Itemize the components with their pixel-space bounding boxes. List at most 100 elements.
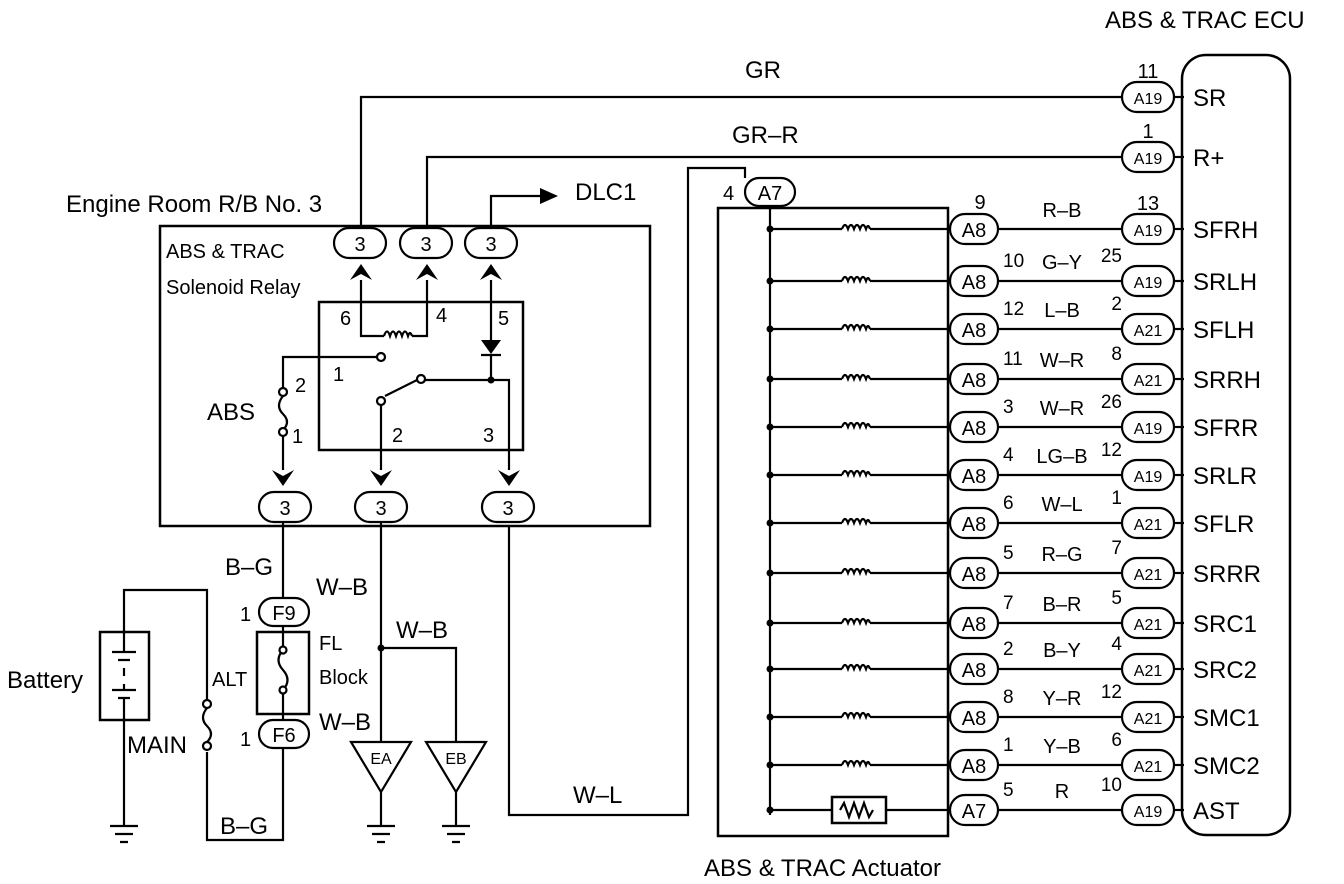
actuator-pin: 12 — [1003, 299, 1024, 320]
ecu-terminal-label: SRRR — [1193, 561, 1261, 588]
ecu-connector-label: A19 — [1134, 421, 1163, 438]
actuator-top-pin: 4 — [723, 183, 734, 205]
relay-pin-6: 6 — [340, 308, 351, 330]
ecu-terminal-label: SR — [1193, 85, 1226, 112]
f6-pin: 1 — [240, 729, 251, 751]
wire-wb-branch — [381, 646, 458, 742]
ecu-row: A21 SFLR 1 — [1111, 488, 1254, 540]
ecu-pin: 7 — [1111, 538, 1122, 559]
wire-dlc — [489, 194, 540, 227]
chevron-up-icon — [416, 264, 438, 280]
relay-bottom-connector-2: 3 — [353, 490, 409, 524]
wire-color-label: R–B — [1043, 200, 1082, 222]
actuator-pin: 2 — [1003, 639, 1014, 660]
chevron-down-icon — [272, 470, 294, 486]
wire-color-label: Y–R — [1043, 688, 1082, 710]
chevron-up-icon — [350, 264, 372, 280]
actuator-connector-label: A8 — [962, 614, 986, 636]
alt-label: ALT — [212, 669, 247, 691]
svg-text:F9: F9 — [272, 603, 295, 625]
actuator-pin: 5 — [1003, 543, 1014, 564]
relay-pin-5: 5 — [498, 308, 509, 330]
ecu-pin: 6 — [1111, 730, 1122, 751]
solenoid-coil-icon — [840, 711, 872, 721]
ecu-connector-label: A19 — [1134, 804, 1163, 821]
ecu-terminal-label: SRC1 — [1193, 611, 1257, 638]
ecu-row: A21 SRRR 7 — [1111, 538, 1261, 590]
svg-text:3: 3 — [420, 234, 431, 256]
relay-bottom-connector-1: 3 — [257, 490, 313, 524]
ecu-connector-label: A19 — [1134, 91, 1163, 108]
ecu-connector-label: A21 — [1134, 759, 1163, 776]
actuator-pin: 6 — [1003, 493, 1014, 514]
solenoid-coil-icon — [840, 275, 872, 285]
actuator-row: A8 9 R–B — [766, 192, 1122, 246]
actuator-connector-label: A8 — [962, 370, 986, 392]
relay-box-title: Engine Room R/B No. 3 — [66, 191, 322, 218]
relay-pin3-wire — [491, 378, 511, 470]
svg-text:A7: A7 — [758, 183, 782, 205]
ecu-terminal-label: R+ — [1193, 145, 1224, 172]
ecu-pin: 26 — [1101, 392, 1122, 413]
relay-name-2: Solenoid Relay — [166, 277, 301, 299]
ecu-box — [1180, 53, 1292, 837]
wire-rplus — [425, 155, 1122, 227]
ecu-connector-label: A21 — [1134, 517, 1163, 534]
ecu-title: ABS & TRAC ECU — [1105, 7, 1305, 34]
wire-bg-bottom — [205, 748, 285, 842]
ecu-connector-label: A21 — [1134, 617, 1163, 634]
actuator-pin: 8 — [1003, 687, 1014, 708]
wire-color-label: LG–B — [1036, 446, 1087, 468]
svg-text:3: 3 — [375, 498, 386, 520]
svg-text:F6: F6 — [272, 725, 295, 747]
actuator-connector-label: A8 — [962, 220, 986, 242]
wire-label-bg-bottom: B–G — [220, 813, 268, 840]
actuator-pin: 9 — [974, 192, 985, 214]
svg-text:EB: EB — [445, 751, 466, 768]
ecu-pin: 4 — [1111, 634, 1122, 655]
solenoid-coil-icon — [840, 373, 872, 383]
solenoid-coil-icon — [840, 617, 872, 627]
svg-text:3: 3 — [485, 234, 496, 256]
actuator-pin: 3 — [1003, 397, 1014, 418]
chevron-up-icon — [480, 264, 502, 280]
ecu-connector-label: A21 — [1134, 567, 1163, 584]
relay-diode-wire — [421, 280, 493, 382]
ecu-pin: 8 — [1111, 344, 1122, 365]
wire-color-label: B–R — [1043, 594, 1082, 616]
relay-top-connector-3: 3 — [463, 226, 519, 260]
ecu-row: A19 R+ 1 — [1120, 121, 1224, 174]
actuator-connector-label: A8 — [962, 272, 986, 294]
resistor-box — [830, 795, 888, 825]
relay-name-1: ABS & TRAC — [166, 241, 285, 263]
ecu-connector-label: A19 — [1134, 151, 1163, 168]
ecu-connector-label: A21 — [1134, 711, 1163, 728]
dlc-label: DLC1 — [575, 179, 636, 206]
ecu-terminal-label: SFLR — [1193, 511, 1254, 538]
ecu-terminal-label: SMC1 — [1193, 705, 1260, 732]
relay-bottom-connector-3: 3 — [480, 490, 536, 524]
abs-fuse-pin-1: 1 — [292, 426, 303, 448]
dlc-arrow-icon — [540, 188, 558, 204]
ecu-pin: 1 — [1111, 488, 1122, 509]
ecu-terminal-label: AST — [1193, 798, 1240, 825]
svg-text:3: 3 — [279, 498, 290, 520]
ecu-pin: 1 — [1142, 121, 1153, 143]
actuator-connector-label: A8 — [962, 320, 986, 342]
main-label: MAIN — [127, 732, 187, 759]
relay-box — [158, 224, 652, 528]
wire-color-label: W–L — [1041, 494, 1082, 516]
actuator-connector-label: A8 — [962, 466, 986, 488]
